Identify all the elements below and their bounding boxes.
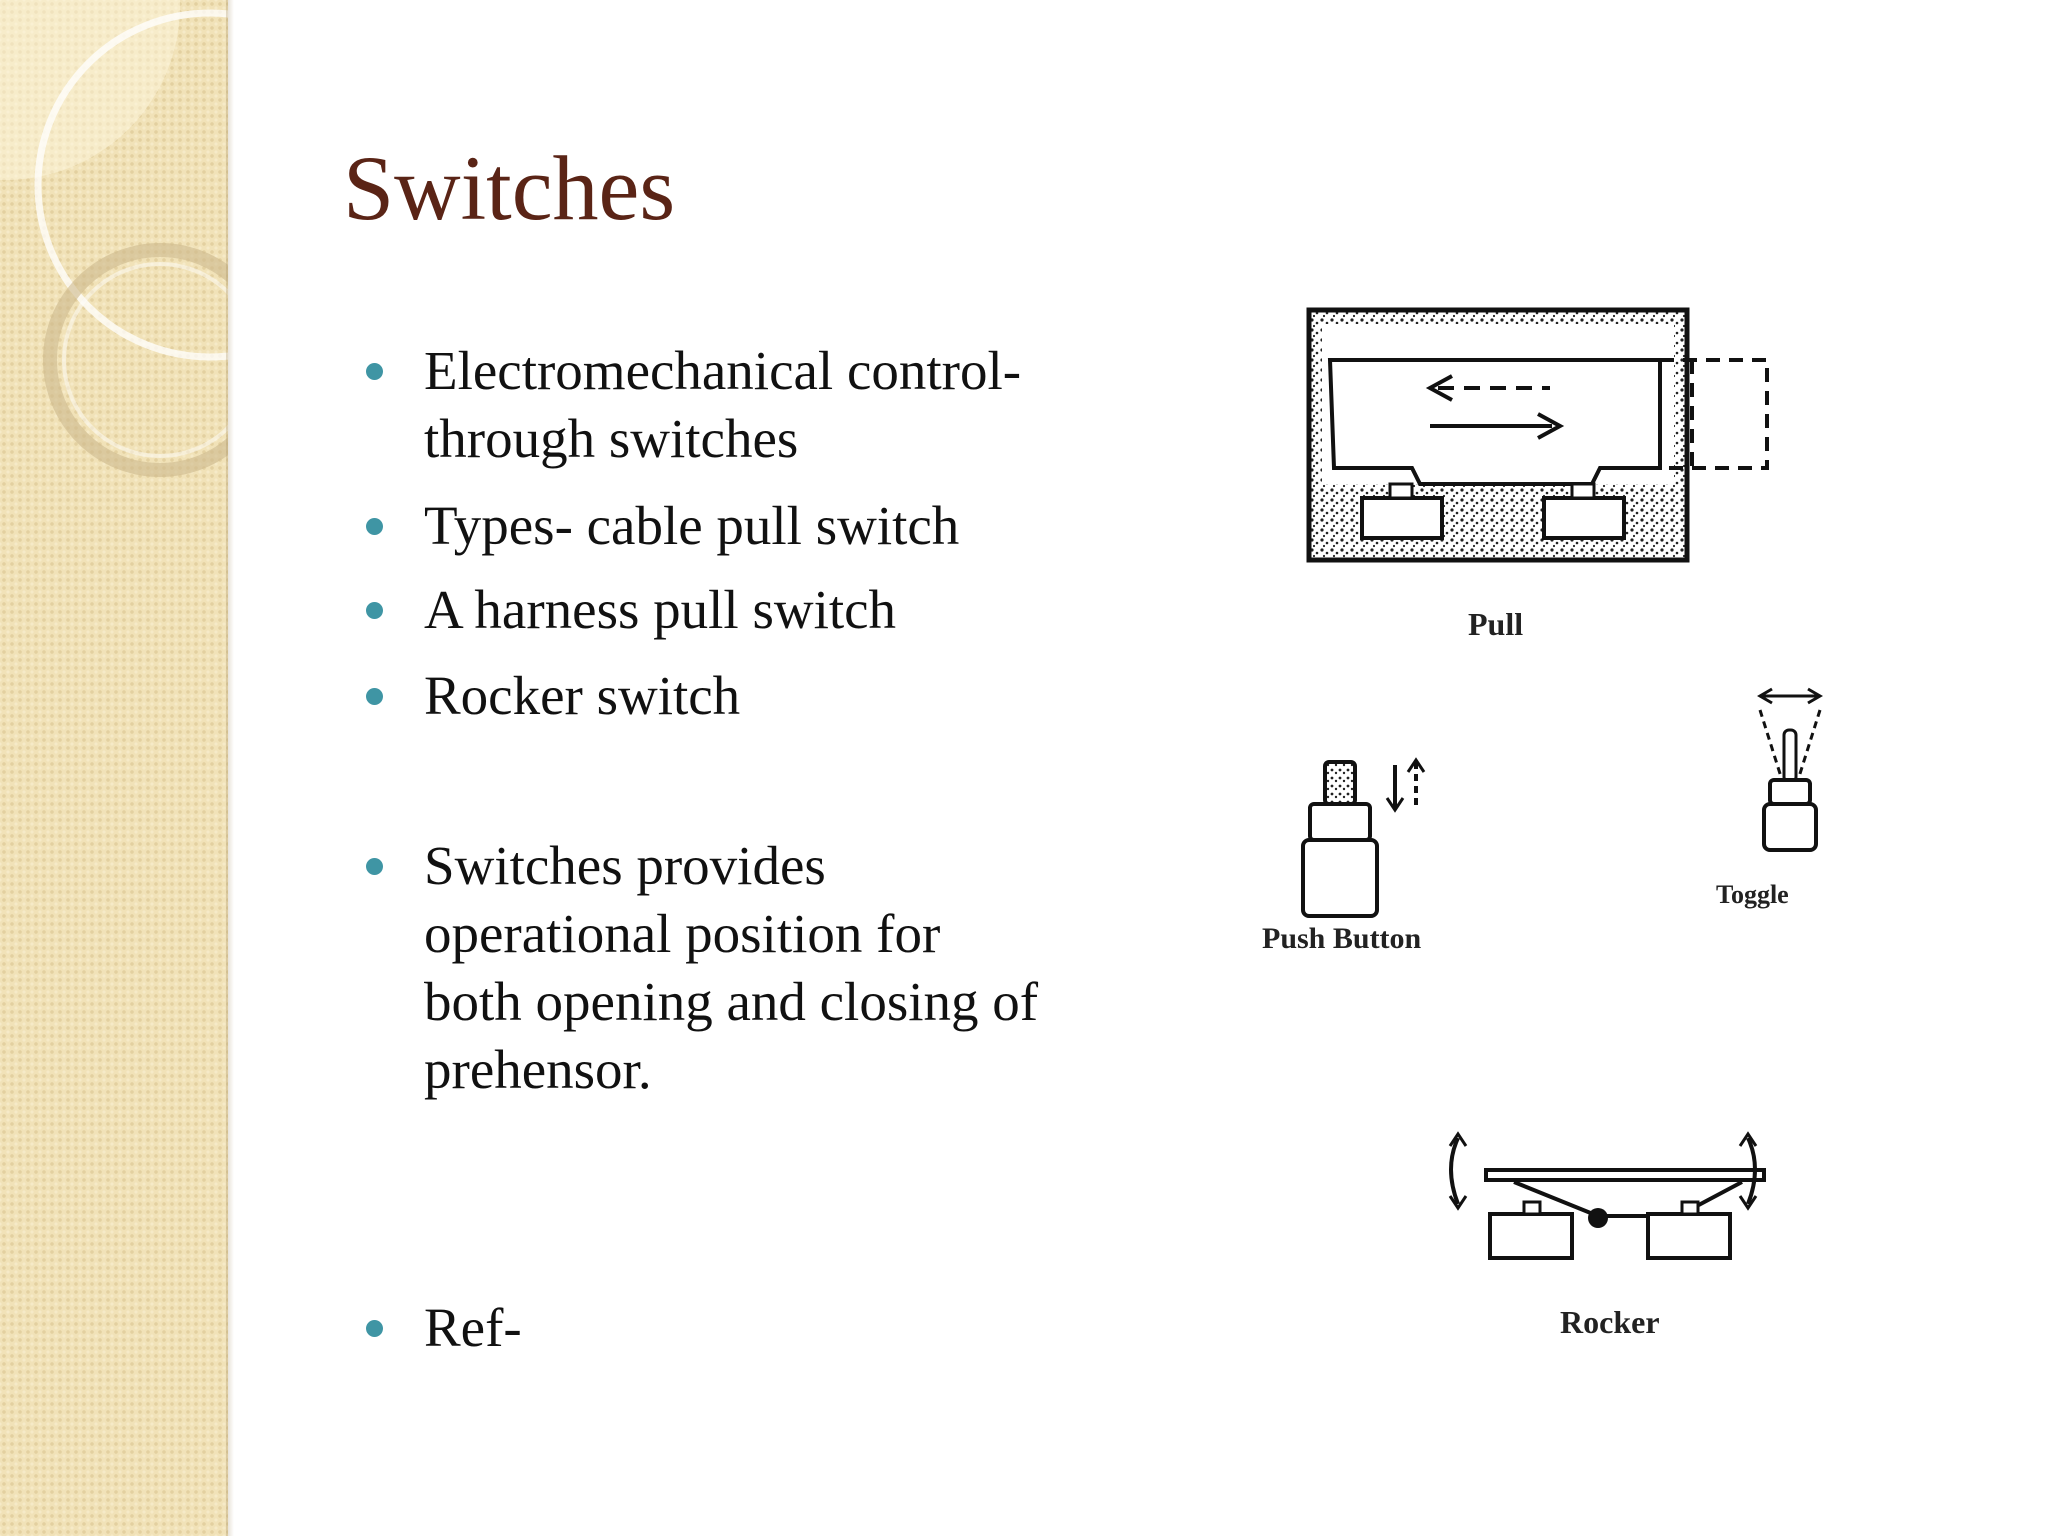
bullet-dot (366, 688, 383, 705)
bullet-line: Types- cable pull switch (424, 495, 960, 556)
bullet-line: Switches provides (424, 835, 826, 896)
bullet-dot (366, 518, 383, 535)
toggle-switch-diagram: Toggle (1700, 680, 1870, 930)
bullet-line: both opening and closing of (424, 971, 1039, 1032)
rocker-switch-icon (1448, 1131, 1766, 1260)
pull-switch-icon (1306, 307, 1769, 563)
bullet-line: prehensor. (424, 1039, 652, 1100)
decorative-sidebar (0, 0, 228, 1536)
pull-switch-diagram: Pull (1280, 288, 1790, 658)
rocker-switch-label: Rocker (1560, 1304, 1660, 1340)
pull-switch-label: Pull (1468, 606, 1524, 642)
decorative-rings (0, 0, 228, 477)
bullet-line: Ref- (424, 1297, 522, 1358)
push-button-switch-diagram: Push Button (1250, 720, 1510, 1000)
bullet-line: Rocker switch (424, 665, 741, 726)
rocker-switch-diagram: Rocker (1430, 1120, 1820, 1360)
bullet-line: through switches (424, 408, 799, 469)
bullet-line: A harness pull switch (424, 579, 897, 640)
bullet-dot (366, 363, 383, 380)
bullet-dot (366, 1320, 383, 1337)
bullet-line: Electromechanical control- (424, 340, 1022, 401)
slide-title: Switches (343, 137, 676, 239)
bullet-line: operational position for (424, 903, 941, 964)
bullet-dot (366, 602, 383, 619)
push-button-switch-icon (1301, 757, 1426, 918)
toggle-switch-icon (1757, 687, 1823, 852)
toggle-switch-label: Toggle (1716, 880, 1789, 909)
sidebar-shadow (226, 0, 234, 1536)
bullet-dot (366, 858, 383, 875)
push-button-switch-label: Push Button (1262, 922, 1422, 955)
